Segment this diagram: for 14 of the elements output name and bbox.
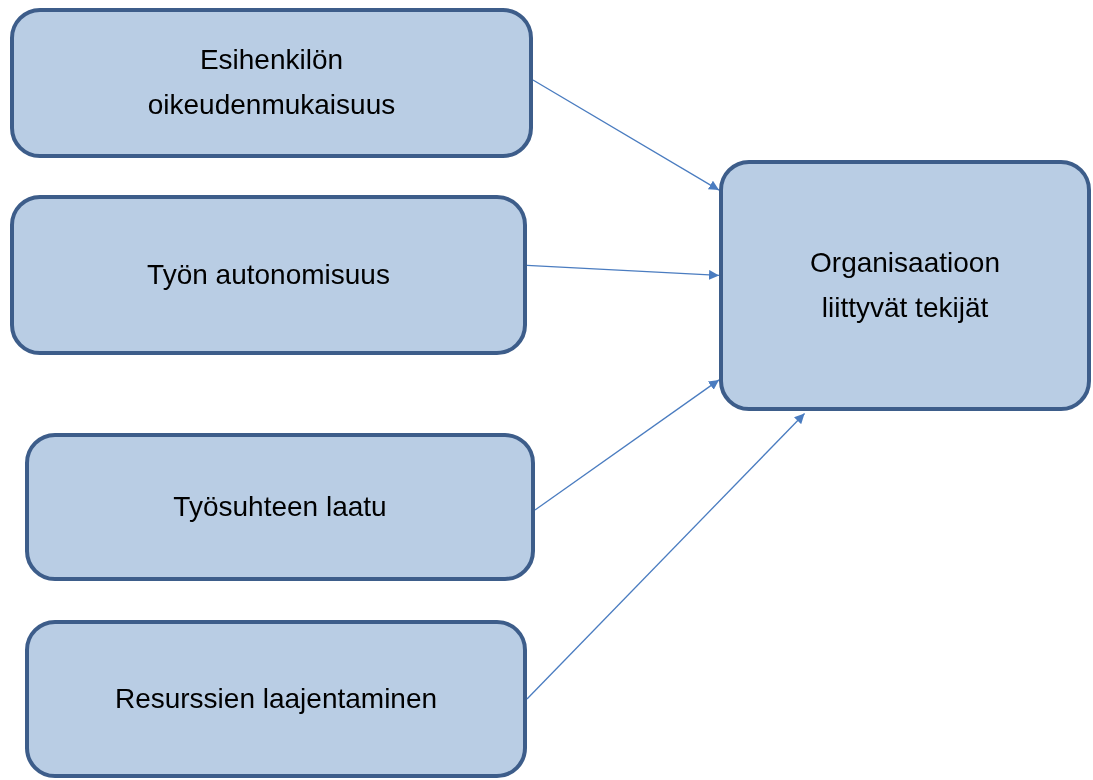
- process-box: [10, 195, 527, 355]
- process-box: [25, 433, 535, 581]
- arrow: [532, 79, 720, 191]
- box-label: Resurssien laajentaminen: [114, 681, 438, 716]
- box-label: Organisaatioon liittyvät tekijät: [809, 245, 1001, 325]
- process-box: [719, 160, 1091, 411]
- box-label: Esihenkilön oikeudenmukaisuus: [146, 43, 397, 122]
- arrow: [526, 264, 720, 280]
- box-label: Työsuhteen laatu: [173, 489, 387, 524]
- box-label: Työn autonomisuus: [147, 257, 390, 292]
- arrow: [526, 412, 806, 700]
- process-box: [10, 8, 533, 158]
- process-box: [25, 620, 527, 778]
- arrow: [534, 379, 720, 511]
